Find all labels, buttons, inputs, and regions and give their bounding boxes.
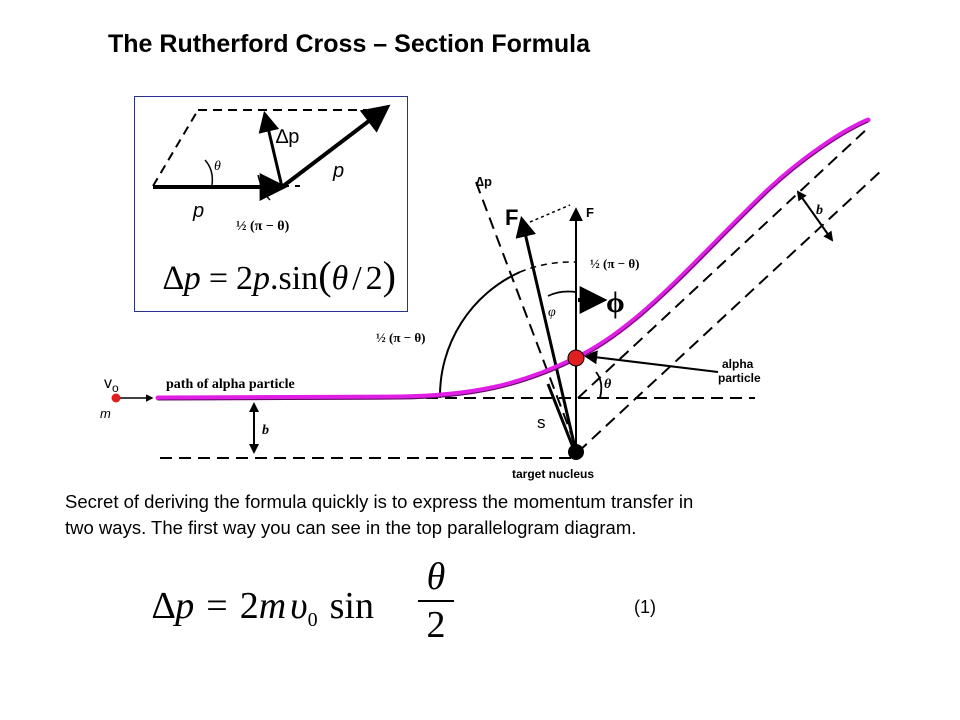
description-text: Secret of deriving the formula quickly i… xyxy=(65,489,905,541)
half-angle-arc-upper xyxy=(519,261,577,273)
half-angle-arc-large xyxy=(438,271,521,399)
delta-p-axis-dashed xyxy=(475,181,579,453)
half-angle-left-label: ½ (π − θ) xyxy=(376,330,425,345)
inset-delta-p-label: ∆p xyxy=(276,126,299,148)
b-top-arrow xyxy=(796,190,834,242)
outgoing-asymptote-dashed xyxy=(577,127,869,399)
equation-eq: = xyxy=(206,585,228,627)
v0-label: vo xyxy=(104,375,119,395)
inset-theta-arc xyxy=(204,159,214,186)
inset-half-angle-label: ½ (π − θ) xyxy=(236,219,290,234)
equation-fn: sin xyxy=(329,585,374,627)
inset-formula-dot: . xyxy=(270,260,279,297)
inset-formula-coef: 2 xyxy=(236,260,253,297)
inset-p-label-left: p xyxy=(192,200,204,222)
phi-arc xyxy=(547,290,577,297)
equation-fraction-bar xyxy=(418,600,454,602)
alpha-particle-label-line2: particle xyxy=(718,371,761,385)
equation-number: (1) xyxy=(634,597,656,617)
inset-half-angle-arc xyxy=(257,174,271,201)
equation-lhs: ∆p xyxy=(152,585,195,627)
alpha-particle-path-shadow xyxy=(157,121,869,401)
inset-parallelogram: θ ∆p p p ½ (π − θ) xyxy=(152,104,391,234)
F-particle-label: F xyxy=(505,205,518,230)
inset-formula-arg-den: 2 xyxy=(365,260,383,297)
theta-main-label: θ xyxy=(604,377,612,392)
equation-numerator: θ xyxy=(426,556,446,598)
inset-formula-arg-num: θ xyxy=(331,260,349,297)
inset-formula-text: ∆p=2p.sin(θ/2) xyxy=(163,252,396,299)
target-nucleus-label: target nucleus xyxy=(512,467,594,481)
equation-fraction: θ 2 xyxy=(416,554,456,648)
alpha-particle-path xyxy=(155,117,871,401)
inset-formula-var: p xyxy=(253,260,270,297)
phi-small-label: φ xyxy=(548,305,556,320)
description-line-1: Secret of deriving the formula quickly i… xyxy=(65,491,694,512)
inset-formula-lhs: ∆p xyxy=(163,260,201,297)
force-on-particle-arrow xyxy=(515,215,578,453)
inset-theta-label: θ xyxy=(214,159,221,174)
s-label: s xyxy=(537,413,546,432)
mass-label: m xyxy=(100,406,111,421)
inset-p-label-right: p xyxy=(332,160,344,182)
inset-p-final-arrow xyxy=(280,104,391,189)
equation-sub: 0 xyxy=(307,609,318,631)
inset-delta-p-arrow xyxy=(258,110,284,188)
description-line-2: two ways. The first way you can see in t… xyxy=(65,517,637,538)
path-label: path of alpha particle xyxy=(166,377,295,392)
s-segment xyxy=(546,383,576,451)
equation-coef: 2 xyxy=(239,585,259,627)
F-axis-label: F xyxy=(586,205,594,220)
b-bottom-label: b xyxy=(262,423,269,438)
phi-big-label: ϕ xyxy=(606,286,625,319)
theta-arc xyxy=(595,371,603,399)
delta-p-axis-label: ∆p xyxy=(476,174,492,189)
alpha-particle-pointer xyxy=(583,350,719,373)
half-angle-top-label: ½ (π − θ) xyxy=(590,256,639,271)
alpha-particle-marker xyxy=(567,349,585,367)
equation-denominator: 2 xyxy=(426,604,446,646)
b-top-label: b xyxy=(816,203,823,218)
equation-m: m xyxy=(258,585,287,627)
inset-formula-paren-close: ) xyxy=(382,253,396,298)
alpha-particle-label-line1: alpha xyxy=(722,357,754,371)
inset-formula-fn: sin xyxy=(278,260,319,297)
incoming-particle-marker xyxy=(111,393,121,403)
slide-title: The Rutherford Cross – Section Formula xyxy=(108,30,591,58)
inset-formula-slash: / xyxy=(352,260,362,297)
force-dotted-link xyxy=(529,204,571,223)
target-nucleus-marker xyxy=(568,444,584,460)
equation-v: υ xyxy=(290,585,308,627)
inset-dashed-left xyxy=(152,109,199,187)
inset-formula-eq: = xyxy=(208,260,228,297)
inset-formula-paren-open: ( xyxy=(318,253,332,298)
